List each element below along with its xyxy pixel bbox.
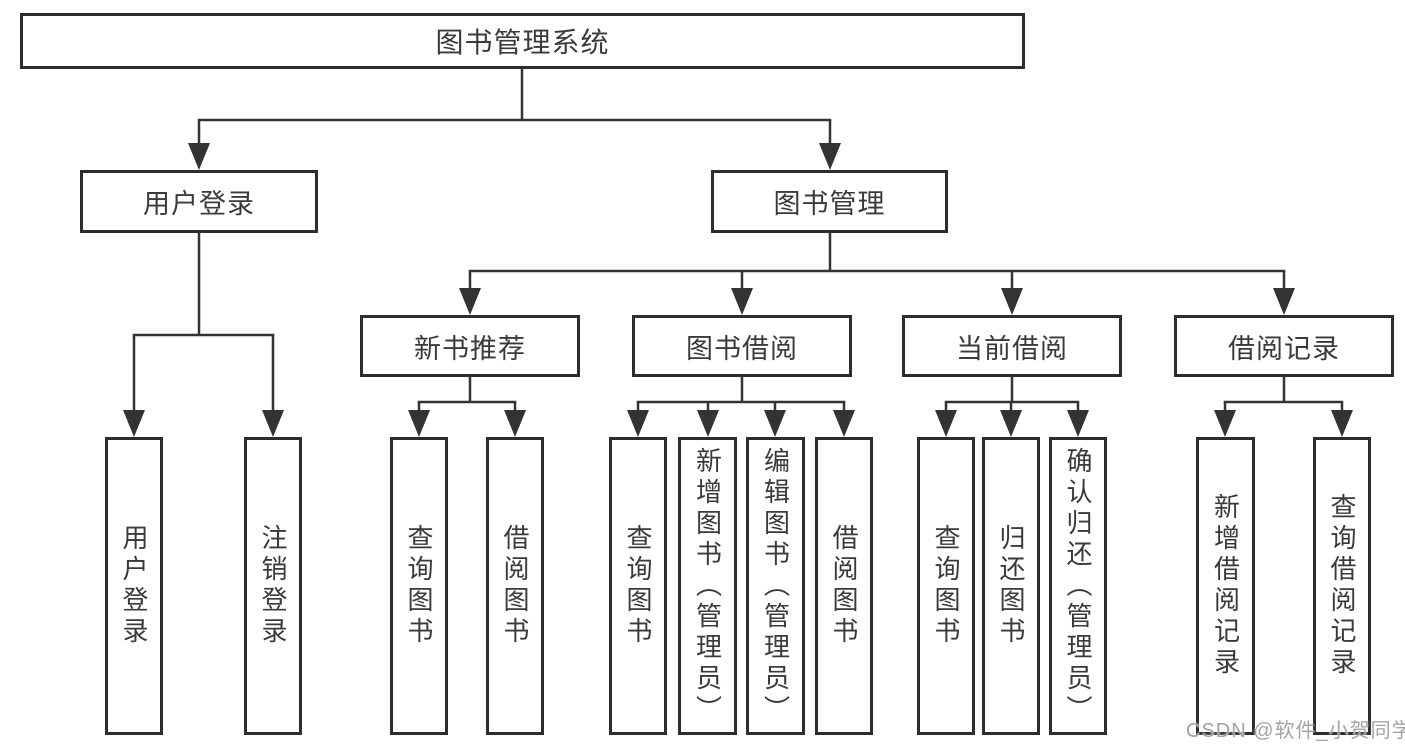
csdn-watermark: CSDN @软件_小贺同学 [1186,720,1405,742]
leaf-borrow-books-recommend: 借阅图书 [486,437,544,735]
leaf-return-books: 归还图书 [982,437,1040,735]
node-book-management: 图书管理 [711,170,948,233]
node-new-book-recommend-label: 新书推荐 [414,333,526,364]
node-borrow-records-label: 借阅记录 [1228,333,1340,364]
leaf-label: 编辑图书（管理员） [760,446,791,726]
leaf-user-login: 用户登录 [105,437,163,735]
leaf-edit-books-admin: 编辑图书（管理员） [746,437,805,735]
leaf-label: 查询图书 [931,524,961,648]
leaf-borrow-books: 借阅图书 [815,437,873,735]
leaf-label: 查询图书 [404,524,434,648]
node-book-management-label: 图书管理 [773,189,886,219]
leaf-query-books-borrow: 查询图书 [609,437,667,735]
node-current-borrow-label: 当前借阅 [956,333,1068,364]
leaf-label: 查询图书 [623,524,653,648]
node-borrow-records: 借阅记录 [1174,315,1394,377]
node-book-borrow: 图书借阅 [632,315,852,377]
leaf-label: 注销登录 [258,524,288,648]
leaf-add-books-admin: 新增图书（管理员） [678,437,737,735]
leaf-confirm-return-admin: 确认归还（管理员） [1049,437,1107,735]
leaf-label: 用户登录 [119,524,149,648]
node-system-root-label: 图书管理系统 [435,27,610,58]
leaf-label: 新增图书（管理员） [692,446,723,726]
node-user-login: 用户登录 [80,170,318,233]
leaf-label: 借阅图书 [829,524,859,648]
leaf-label: 确认归还（管理员） [1063,446,1093,726]
node-user-login-label: 用户登录 [143,189,255,219]
leaf-query-borrow-record: 查询借阅记录 [1313,437,1371,735]
leaf-label: 归还图书 [996,524,1026,648]
node-book-borrow-label: 图书借阅 [686,333,798,364]
node-new-book-recommend: 新书推荐 [360,315,580,377]
node-current-borrow: 当前借阅 [902,315,1122,377]
leaf-add-borrow-record: 新增借阅记录 [1196,437,1255,735]
leaf-label: 新增借阅记录 [1210,493,1241,679]
leaf-query-books-recommend: 查询图书 [390,437,448,735]
leaf-query-books-current: 查询图书 [917,437,975,735]
leaf-label: 查询借阅记录 [1327,493,1357,679]
leaf-logout: 注销登录 [244,437,302,735]
leaf-label: 借阅图书 [500,524,530,648]
node-system-root: 图书管理系统 [20,13,1025,69]
